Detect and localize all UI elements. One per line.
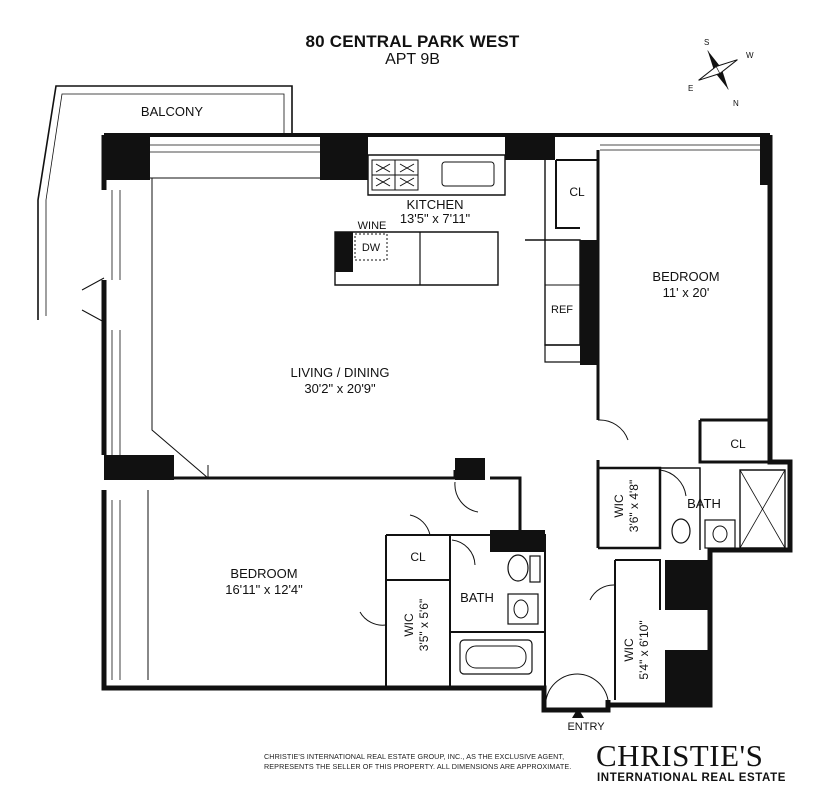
wine-label: WINE — [358, 220, 387, 232]
bedroom-east-dims: 11' x 20' — [663, 285, 710, 300]
bath-east-label: BATH — [687, 496, 721, 511]
wic-south-label: WIC — [622, 638, 636, 662]
closet-top-label: CL — [569, 185, 585, 199]
brand-subtitle: INTERNATIONAL REAL ESTATE — [597, 772, 786, 784]
living-label: LIVING / DINING — [291, 365, 390, 380]
bath-west-label: BATH — [460, 590, 494, 605]
compass-icon — [698, 50, 738, 90]
kitchen-label: KITCHEN — [406, 197, 463, 212]
living-dims: 30'2" x 20'9" — [304, 381, 376, 396]
wic-mid-dims: 3'6" x 4'8" — [627, 480, 641, 532]
entry-label: ENTRY — [567, 721, 605, 733]
bedroom-east-label: BEDROOM — [652, 269, 719, 284]
wic-south-dims: 5'4" x 6'10" — [637, 620, 651, 679]
closet-east-label: CL — [730, 437, 746, 451]
balcony-label: BALCONY — [141, 104, 203, 119]
compass-n: N — [733, 99, 739, 108]
disclaimer-line-1: CHRISTIE'S INTERNATIONAL REAL ESTATE GRO… — [264, 752, 565, 761]
wic-west-label: WIC — [402, 613, 416, 637]
compass-s: S — [704, 38, 709, 47]
dw-label: DW — [362, 242, 381, 254]
compass-w: W — [746, 51, 754, 60]
disclaimer: CHRISTIE'S INTERNATIONAL REAL ESTATE GRO… — [264, 752, 571, 772]
bedroom-west-dims: 16'11" x 12'4" — [225, 582, 303, 597]
ref-label: REF — [551, 304, 573, 316]
brand-logo: CHRISTIE'S — [596, 738, 764, 773]
kitchen-island — [334, 231, 499, 286]
balcony-outline — [37, 85, 293, 320]
address-title: 80 CENTRAL PARK WEST — [305, 32, 520, 51]
compass-e: E — [688, 84, 693, 93]
closet-west-label: CL — [410, 550, 426, 564]
unit-title: APT 9B — [385, 51, 440, 68]
disclaimer-line-2: REPRESENTS THE SELLER OF THIS PROPERTY. … — [264, 762, 572, 771]
bedroom-west-label: BEDROOM — [230, 566, 297, 581]
wic-west-dims: 3'5" x 5'6" — [417, 599, 431, 651]
wic-mid-label: WIC — [612, 494, 626, 518]
kitchen-dims: 13'5" x 7'11" — [400, 211, 471, 226]
